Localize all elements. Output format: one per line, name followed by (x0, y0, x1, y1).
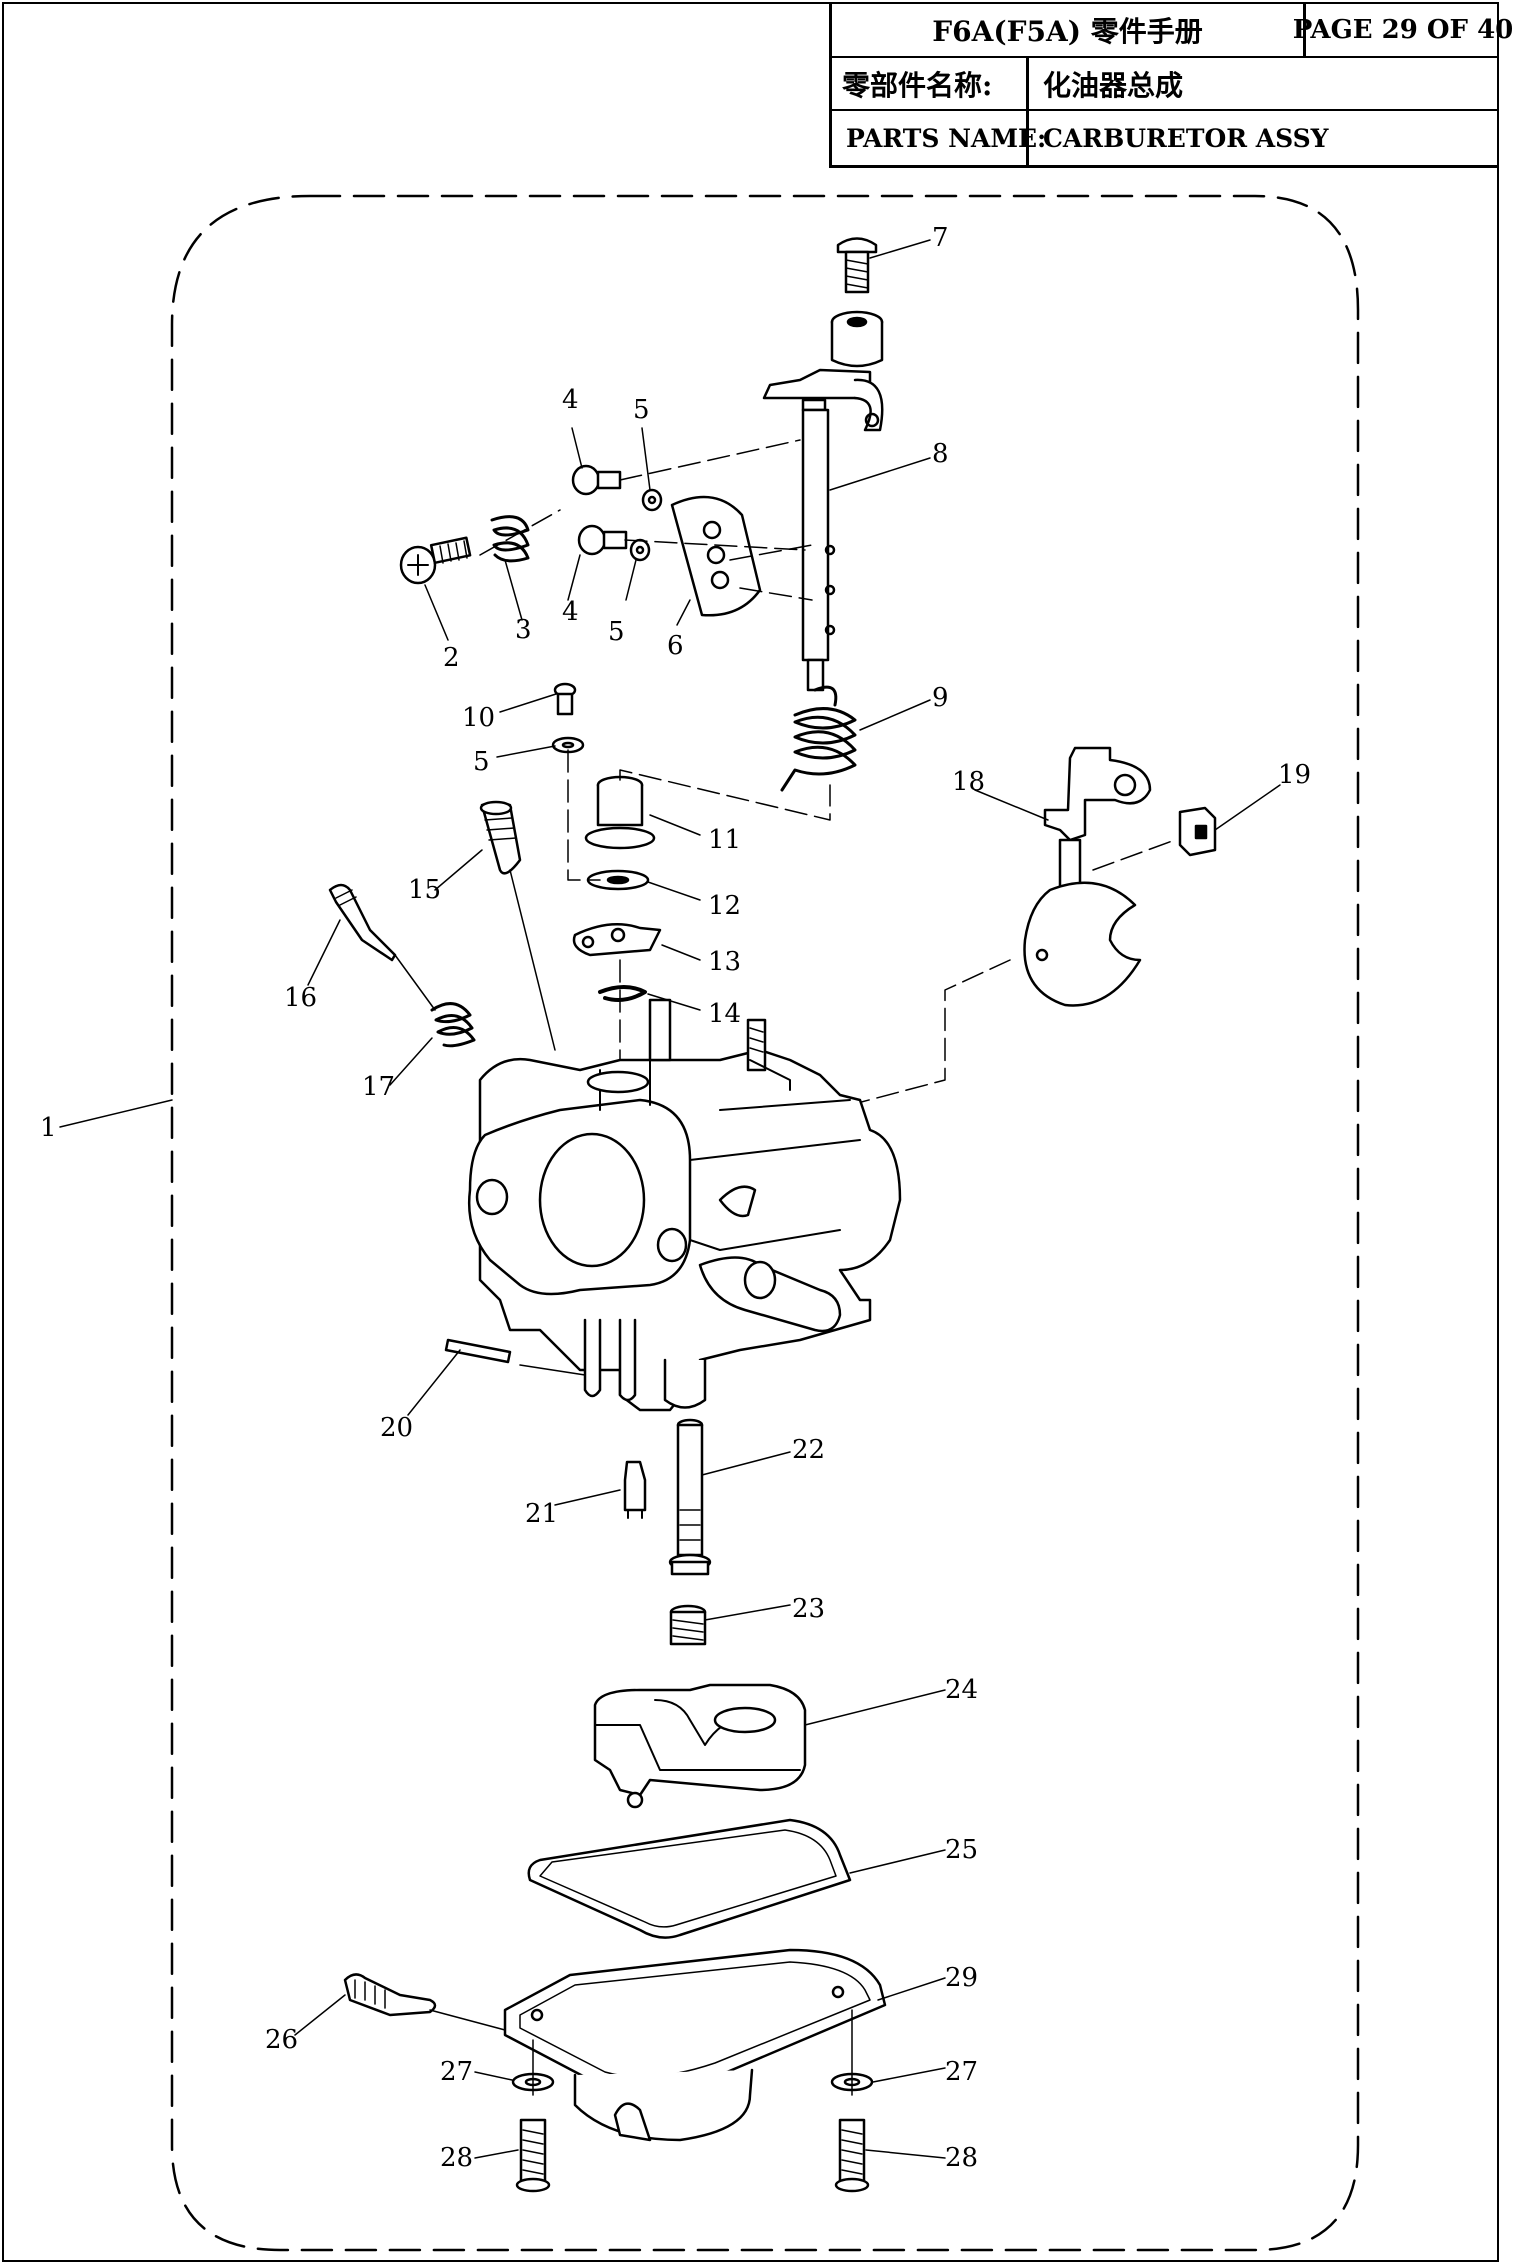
part-24-float (593, 1683, 807, 1809)
part-17-spring (430, 1002, 476, 1048)
part-19-clip (1178, 806, 1217, 857)
callout-8: 8 (932, 439, 949, 469)
part-5-washer-upper (641, 488, 663, 512)
callout-10: 10 (462, 703, 495, 733)
callout-28-right: 28 (945, 2143, 978, 2173)
callout-18: 18 (952, 767, 985, 797)
callout-7: 7 (932, 223, 949, 253)
name-label-en: PARTS NAME: (832, 111, 1046, 165)
callout-5-mid: 5 (473, 747, 490, 777)
assembly-boundary (170, 194, 1360, 2252)
part-3-spring (490, 515, 530, 563)
body-boss-right (746, 1018, 767, 1072)
name-value-cn: 化油器总成 (1043, 68, 1184, 102)
name-label-cn: 零部件名称: (832, 58, 1029, 109)
part-16-needle (328, 883, 397, 962)
callout-16: 16 (284, 983, 317, 1013)
part-5-washer-lower (629, 538, 651, 562)
callout-20: 20 (380, 1413, 413, 1443)
callout-5-lower: 5 (608, 617, 625, 647)
leader-lines (59, 239, 1281, 2159)
center-lines-body (171, 1119, 586, 1376)
part-21-needle-valve (623, 1460, 647, 1519)
center-lines-top (479, 439, 813, 601)
part-25-gasket (527, 1818, 852, 1939)
part-2-screw (399, 536, 472, 585)
part-13-plate (572, 923, 662, 957)
center-lines-left (394, 869, 556, 1051)
callout-27-right: 27 (945, 2057, 978, 2087)
callout-4-lower: 4 (562, 597, 579, 627)
callout-21: 21 (525, 1499, 558, 1529)
callout-25: 25 (945, 1835, 978, 1865)
part-29-float-bowl (503, 1948, 887, 2142)
name-row-en: PARTS NAME: CARBURETOR ASSY (832, 111, 1497, 165)
carburetor-body (468, 998, 902, 1412)
part-22-main-nozzle (668, 1418, 712, 1576)
callout-26: 26 (265, 2025, 298, 2055)
part-28-screw-left (515, 2118, 551, 2193)
part-14-clip (598, 985, 647, 1002)
part-4-screw-lower (577, 524, 628, 556)
part-7-screw (836, 237, 878, 294)
callout-labels: 1 2 3 4 4 5 5 5 6 7 8 9 10 11 12 13 14 1… (40, 223, 1311, 2173)
callout-2: 2 (443, 643, 460, 673)
callout-3: 3 (515, 615, 532, 645)
callout-9: 9 (932, 683, 949, 713)
callout-22: 22 (792, 1435, 825, 1465)
part-15-plug (479, 800, 522, 875)
part-9-torsion-spring (780, 685, 857, 792)
title-block: F6A(F5A) 零件手册 PAGE 29 OF 40 零部件名称: 化油器总成… (829, 4, 1513, 168)
name-row-cn: 零部件名称: 化油器总成 (832, 58, 1497, 111)
callout-27-left: 27 (440, 2057, 473, 2087)
name-value-en: CARBURETOR ASSY (1043, 123, 1329, 153)
page-number: PAGE 29 OF 40 (1292, 15, 1513, 45)
manual-title: F6A(F5A) 零件手册 (832, 4, 1306, 56)
center-lines-mid (567, 749, 831, 1121)
title-row: F6A(F5A) 零件手册 PAGE 29 OF 40 (832, 4, 1513, 58)
callout-4-upper: 4 (562, 385, 579, 415)
callout-15: 15 (408, 875, 441, 905)
callout-29: 29 (945, 1963, 978, 1993)
part-23-main-jet (669, 1604, 707, 1646)
callout-6: 6 (667, 631, 684, 661)
part-8-throttle-shaft (762, 310, 884, 692)
center-lines-bowl (429, 2009, 853, 2096)
callout-12: 12 (708, 891, 741, 921)
part-10-screw (553, 682, 577, 716)
part-4-screw-upper (571, 464, 622, 496)
part-28-screw-right (834, 2118, 870, 2193)
callout-28-left: 28 (440, 2143, 473, 2173)
callout-24: 24 (945, 1675, 978, 1705)
callout-17: 17 (362, 1072, 395, 1102)
part-18-choke-lever (1023, 746, 1152, 1007)
callout-5-upper: 5 (633, 395, 650, 425)
callout-11: 11 (708, 825, 741, 855)
part-6-throttle-valve (670, 495, 762, 617)
part-11-piston (584, 775, 656, 850)
callout-23: 23 (792, 1594, 825, 1624)
part-20-pin (444, 1338, 512, 1364)
callout-13: 13 (708, 947, 741, 977)
callout-14: 14 (708, 999, 741, 1029)
callout-1: 1 (40, 1113, 57, 1143)
part-26-drain-screw (343, 1973, 437, 2017)
callout-19: 19 (1278, 760, 1311, 790)
center-lines-right (849, 839, 1176, 1106)
